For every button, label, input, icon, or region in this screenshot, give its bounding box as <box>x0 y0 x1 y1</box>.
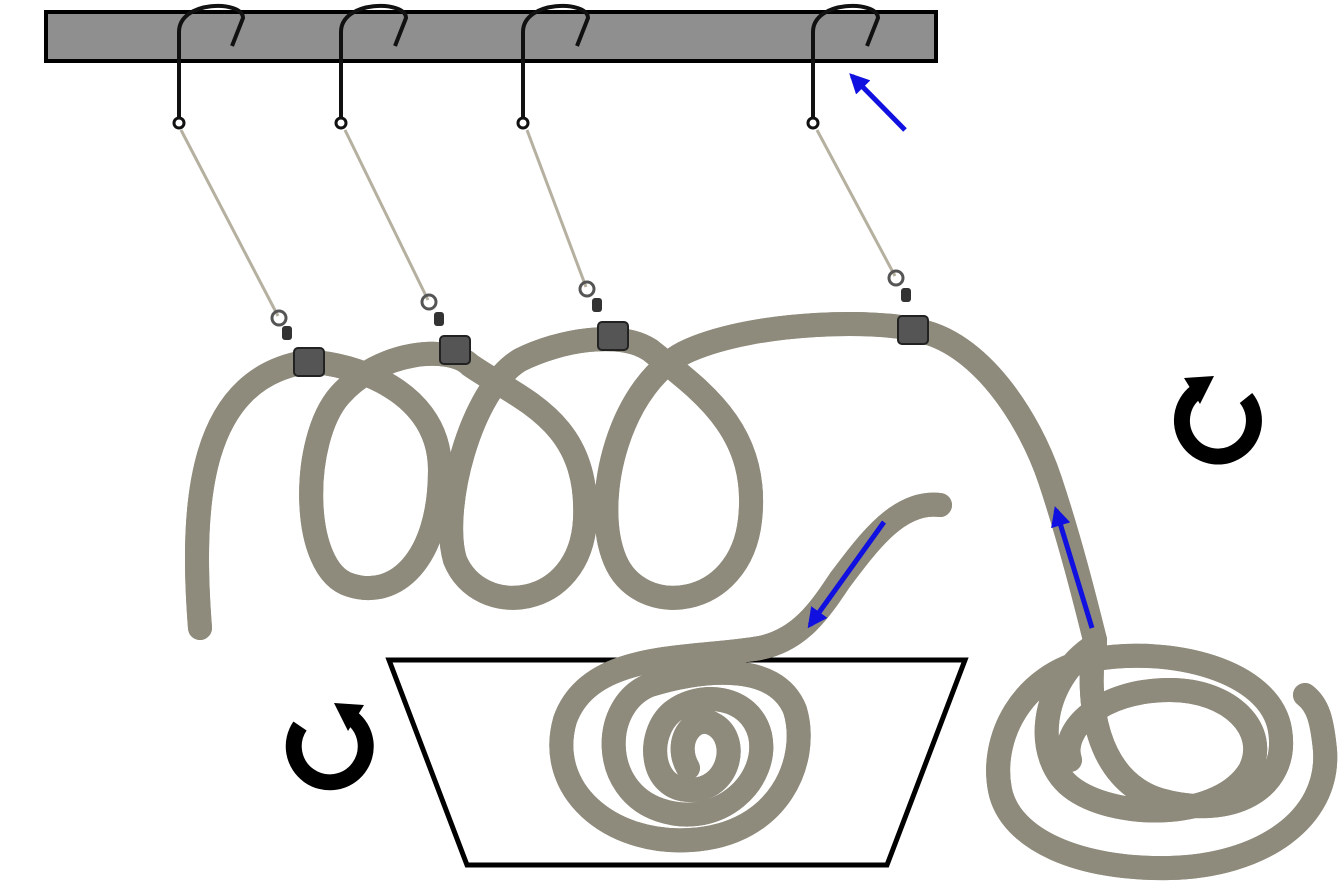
arrow-to-hook <box>852 76 905 130</box>
rotate-counterclockwise-icon <box>294 703 366 782</box>
floor-coiled-rope <box>998 640 1325 868</box>
hanging-rope <box>197 324 1095 640</box>
leader-lines <box>181 130 895 316</box>
arrow-into-basket <box>810 522 884 625</box>
rotate-clockwise-icon <box>1182 376 1254 457</box>
